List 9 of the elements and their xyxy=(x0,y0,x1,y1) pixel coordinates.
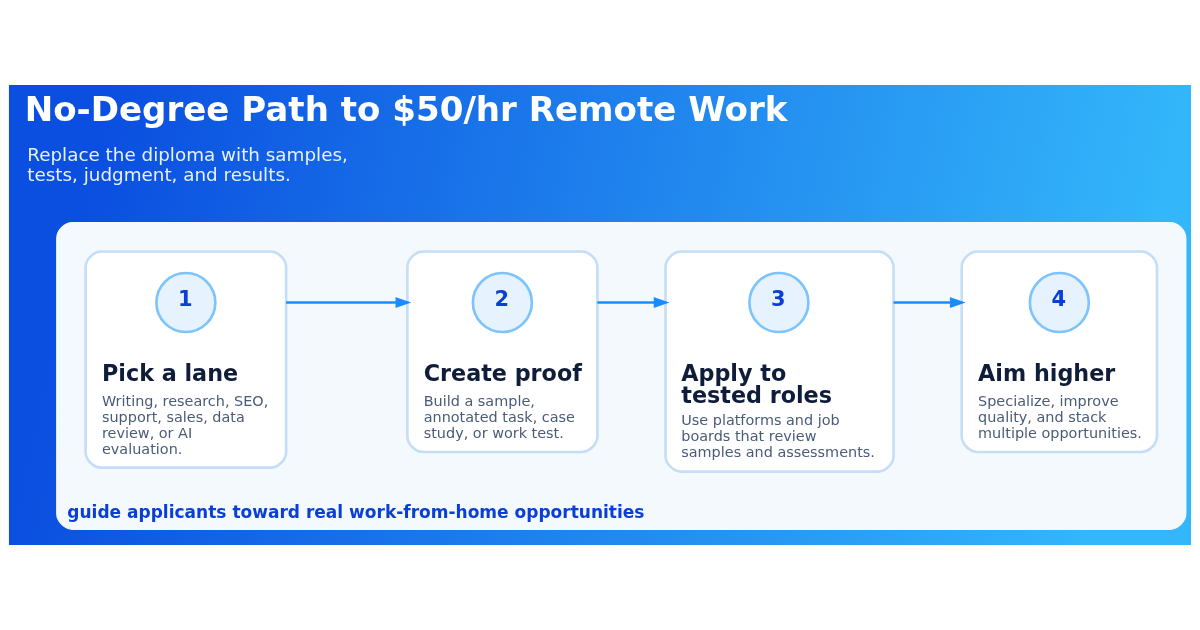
node-circle: 2 xyxy=(471,271,534,334)
arrow xyxy=(597,297,670,309)
node-circle: 4 xyxy=(1028,271,1091,334)
node-circle: 3 xyxy=(748,271,810,334)
arrow xyxy=(893,297,966,309)
label: Replace the diploma with samples, tests, judgment, and results. xyxy=(27,144,348,185)
node-circle: 1 xyxy=(155,271,217,334)
diagram-title: No-Degree Path to $50/hr Remote Work xyxy=(24,89,788,130)
arrow xyxy=(286,297,412,309)
